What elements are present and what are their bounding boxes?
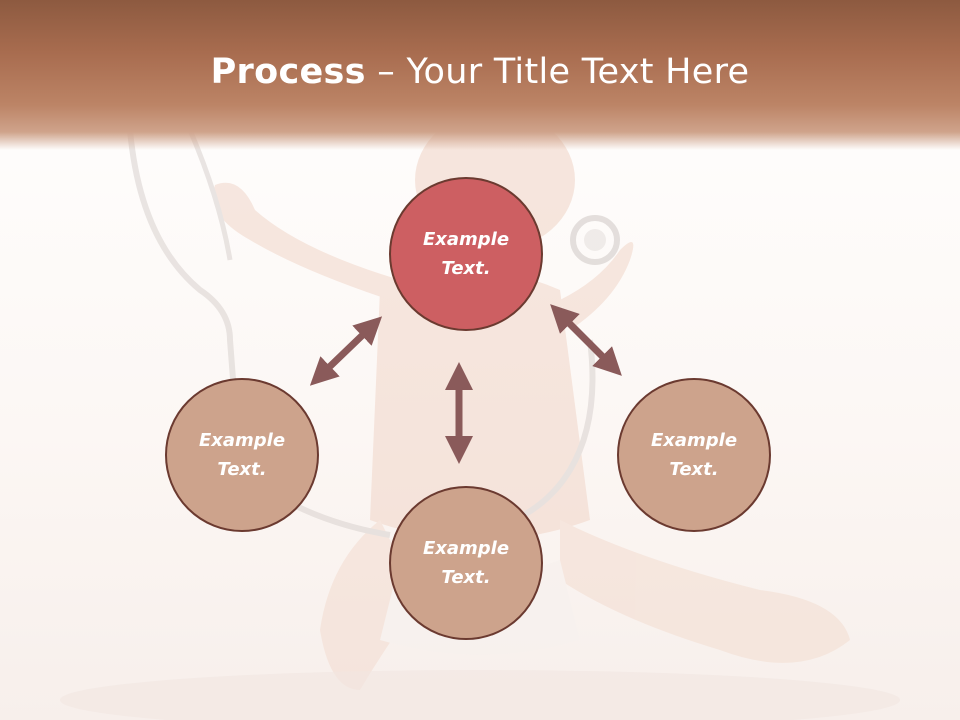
node-right-text: Example Text. xyxy=(650,430,738,480)
node-right[interactable]: Example Text. xyxy=(617,378,771,532)
node-bottom-text: Example Text. xyxy=(422,538,510,588)
node-left-text: Example Text. xyxy=(198,430,286,480)
slide-title: Process – Your Title Text Here xyxy=(0,52,960,92)
title-bar xyxy=(0,0,960,150)
node-top-text: Example Text. xyxy=(422,229,510,279)
title-bold: Process xyxy=(210,52,366,92)
node-left[interactable]: Example Text. xyxy=(165,378,319,532)
node-top[interactable]: Example Text. xyxy=(389,177,543,331)
arrow-top-right xyxy=(550,304,622,376)
node-bottom[interactable]: Example Text. xyxy=(389,486,543,640)
arrow-top-left xyxy=(309,316,383,386)
title-rest: – Your Title Text Here xyxy=(365,52,750,92)
